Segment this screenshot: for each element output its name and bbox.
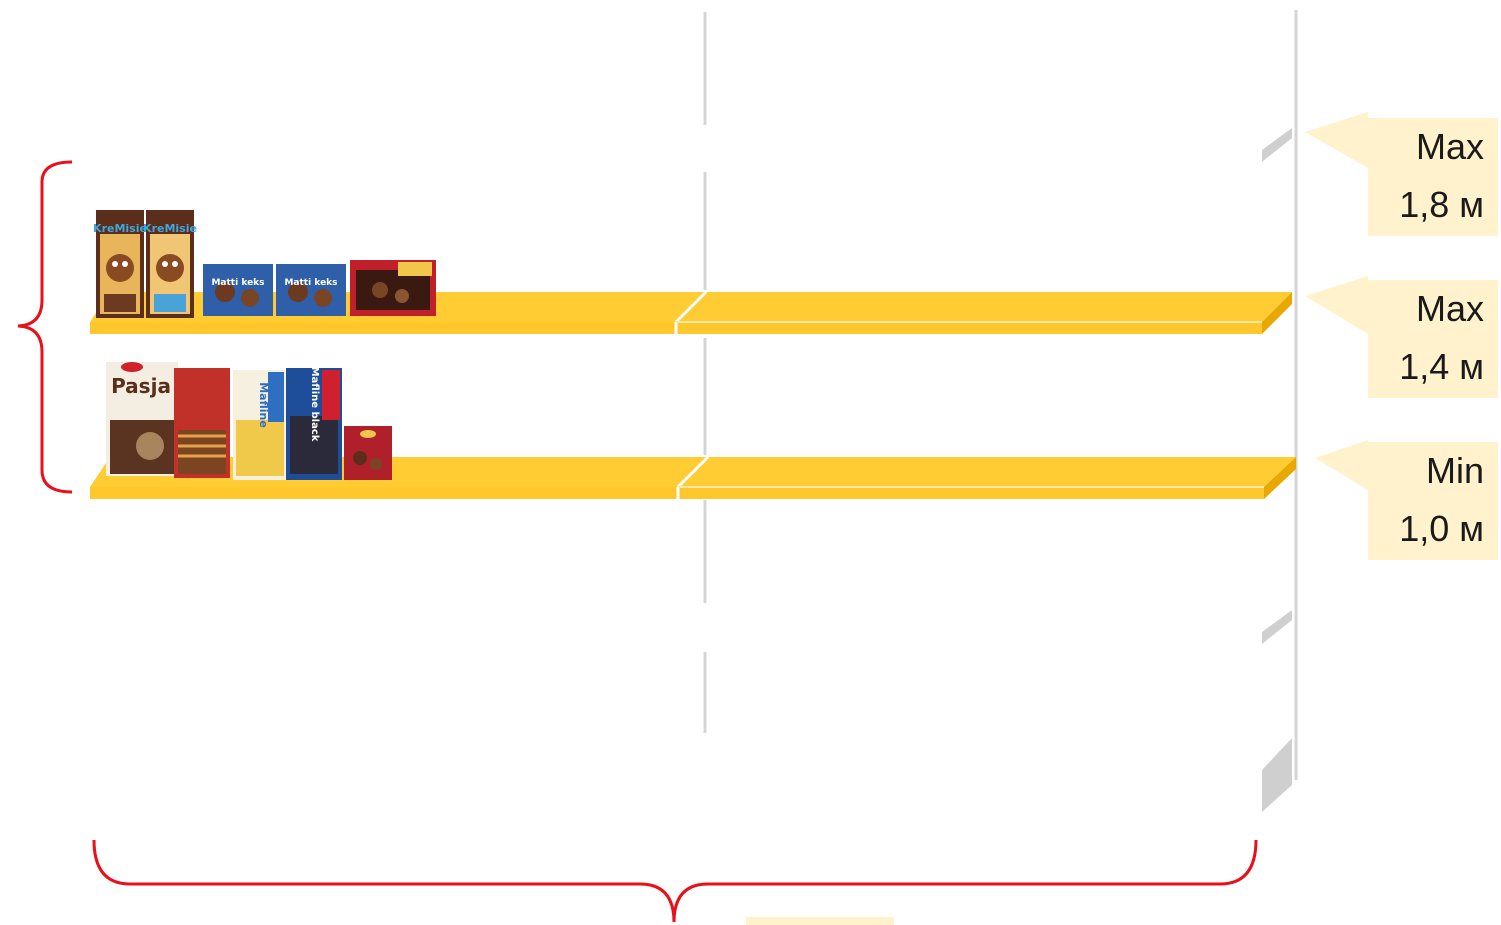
mafline-black-label: Mafline black: [309, 367, 320, 442]
matti-keks-label: Matti keks: [211, 278, 264, 288]
matti-keks-label-2: Matti keks: [284, 278, 337, 288]
side-brackets: [1262, 128, 1292, 812]
callout-value: 1,0 м: [1399, 508, 1484, 549]
product-matti-keks-2: Matti keks: [276, 264, 346, 316]
product-kremisie-2: KreMisie: [143, 210, 197, 318]
kremisie-label-2: KreMisie: [143, 222, 197, 235]
product-wafers: [174, 368, 230, 478]
callout-max-1-4: Max 1,4 м: [1368, 280, 1498, 398]
callout-value: 1,8 м: [1399, 184, 1484, 225]
product-matti-keks-1: Matti keks: [203, 264, 273, 316]
callout-label: Max: [1415, 126, 1484, 167]
width-callout: [746, 917, 894, 925]
product-matti-keks-red: [350, 260, 436, 316]
product-mafline-black: Mafline black: [286, 367, 342, 480]
callout-label: Max: [1415, 288, 1484, 329]
height-brace: [17, 160, 73, 494]
mafline-label: Mafline: [257, 382, 270, 428]
product-matti-keks-small: [344, 426, 392, 480]
callout-max-1-8: Max 1,8 м: [1368, 118, 1498, 236]
callout-value: 1,4 м: [1399, 346, 1484, 387]
product-pasja: Pasja: [106, 362, 178, 476]
callout-pointer-1: [1305, 112, 1368, 168]
callout-pointer-3: [1315, 440, 1368, 490]
callout-min-1-0: Min 1,0 м: [1368, 442, 1498, 560]
shelf-uprights: [703, 10, 1298, 780]
callout-label: Min: [1425, 450, 1484, 491]
callout-pointer-2: [1305, 276, 1368, 334]
product-mafline: Mafline: [233, 370, 287, 480]
width-brace: [92, 839, 1258, 923]
kremisie-label: KreMisie: [93, 222, 147, 235]
product-kremisie-1: KreMisie: [93, 210, 147, 318]
pasja-label: Pasja: [111, 374, 171, 398]
